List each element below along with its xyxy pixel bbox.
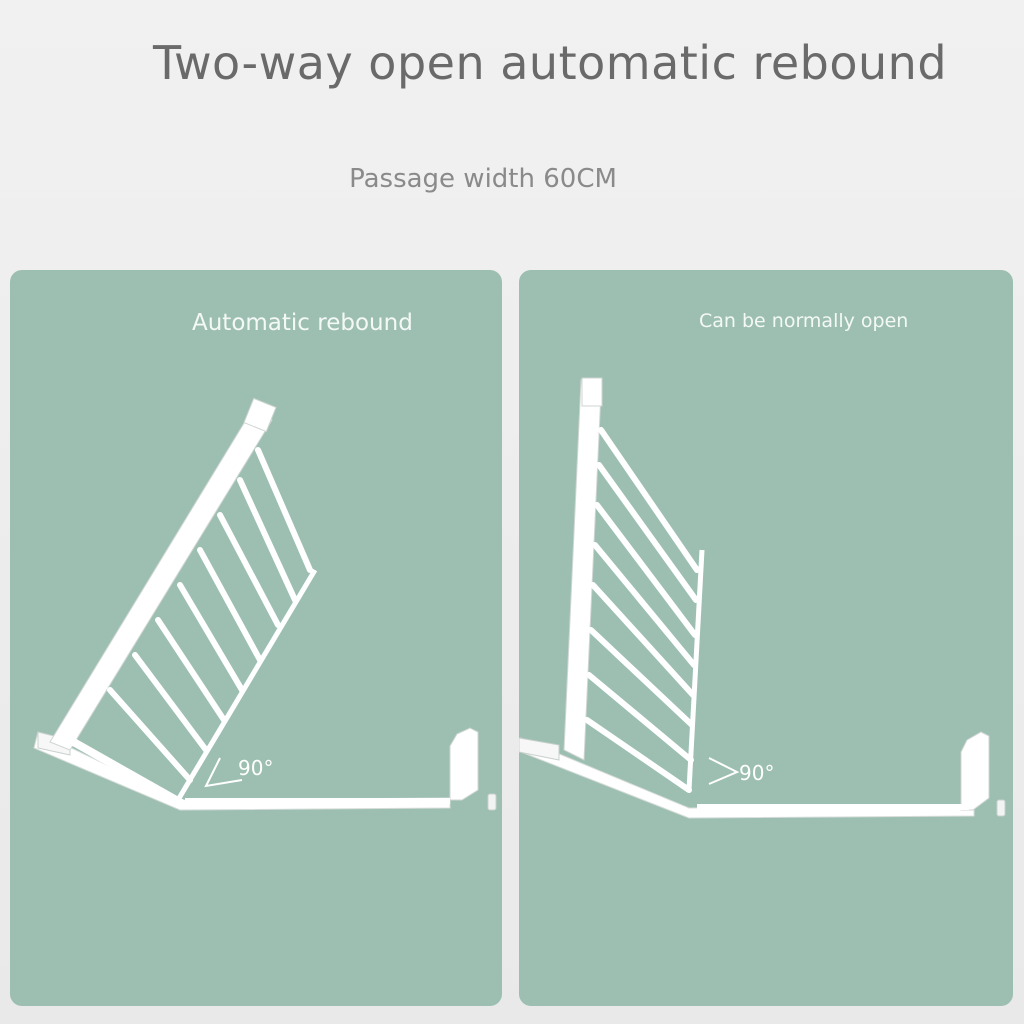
- gate-outer-frame: [172, 568, 318, 807]
- gate-illustration-automatic-rebound: 90°: [33, 397, 497, 811]
- gate-top-cap: [581, 377, 603, 407]
- gate-wall-post: [449, 727, 479, 801]
- gate-hinge-base: [519, 737, 560, 761]
- gate-wall-post: [960, 731, 990, 811]
- gate-rungs: [584, 427, 700, 793]
- page-title: Two-way open automatic rebound: [152, 36, 948, 90]
- gate-illustration-normally-open: 90°: [519, 377, 1006, 819]
- panel-automatic-rebound: Automatic rebound: [10, 270, 502, 1006]
- passage-width-caption: Passage width 60CM: [349, 164, 617, 194]
- gate-outer-frame: [686, 549, 705, 791]
- angle-marker: [204, 757, 243, 788]
- angle-label-left: 90°: [238, 756, 273, 780]
- gate-rungs: [107, 447, 313, 783]
- gate-hinge-post: [49, 404, 273, 751]
- gate-hinge-post: [563, 379, 602, 761]
- panel-label-automatic-rebound: Automatic rebound: [192, 310, 413, 336]
- gate-floor-bar: [185, 798, 450, 804]
- angle-marker: [708, 757, 740, 785]
- gate-wall-knob: [487, 793, 497, 811]
- panel-label-normally-open: Can be normally open: [699, 310, 909, 332]
- gate-bottom-rail: [68, 736, 187, 809]
- gate-top-cap: [243, 397, 277, 433]
- gate-wall-knob: [996, 799, 1006, 817]
- angle-label-right: 90°: [739, 761, 774, 785]
- panel-normally-open: Can be normally open: [519, 270, 1013, 1006]
- gate-floor-bar: [697, 804, 969, 810]
